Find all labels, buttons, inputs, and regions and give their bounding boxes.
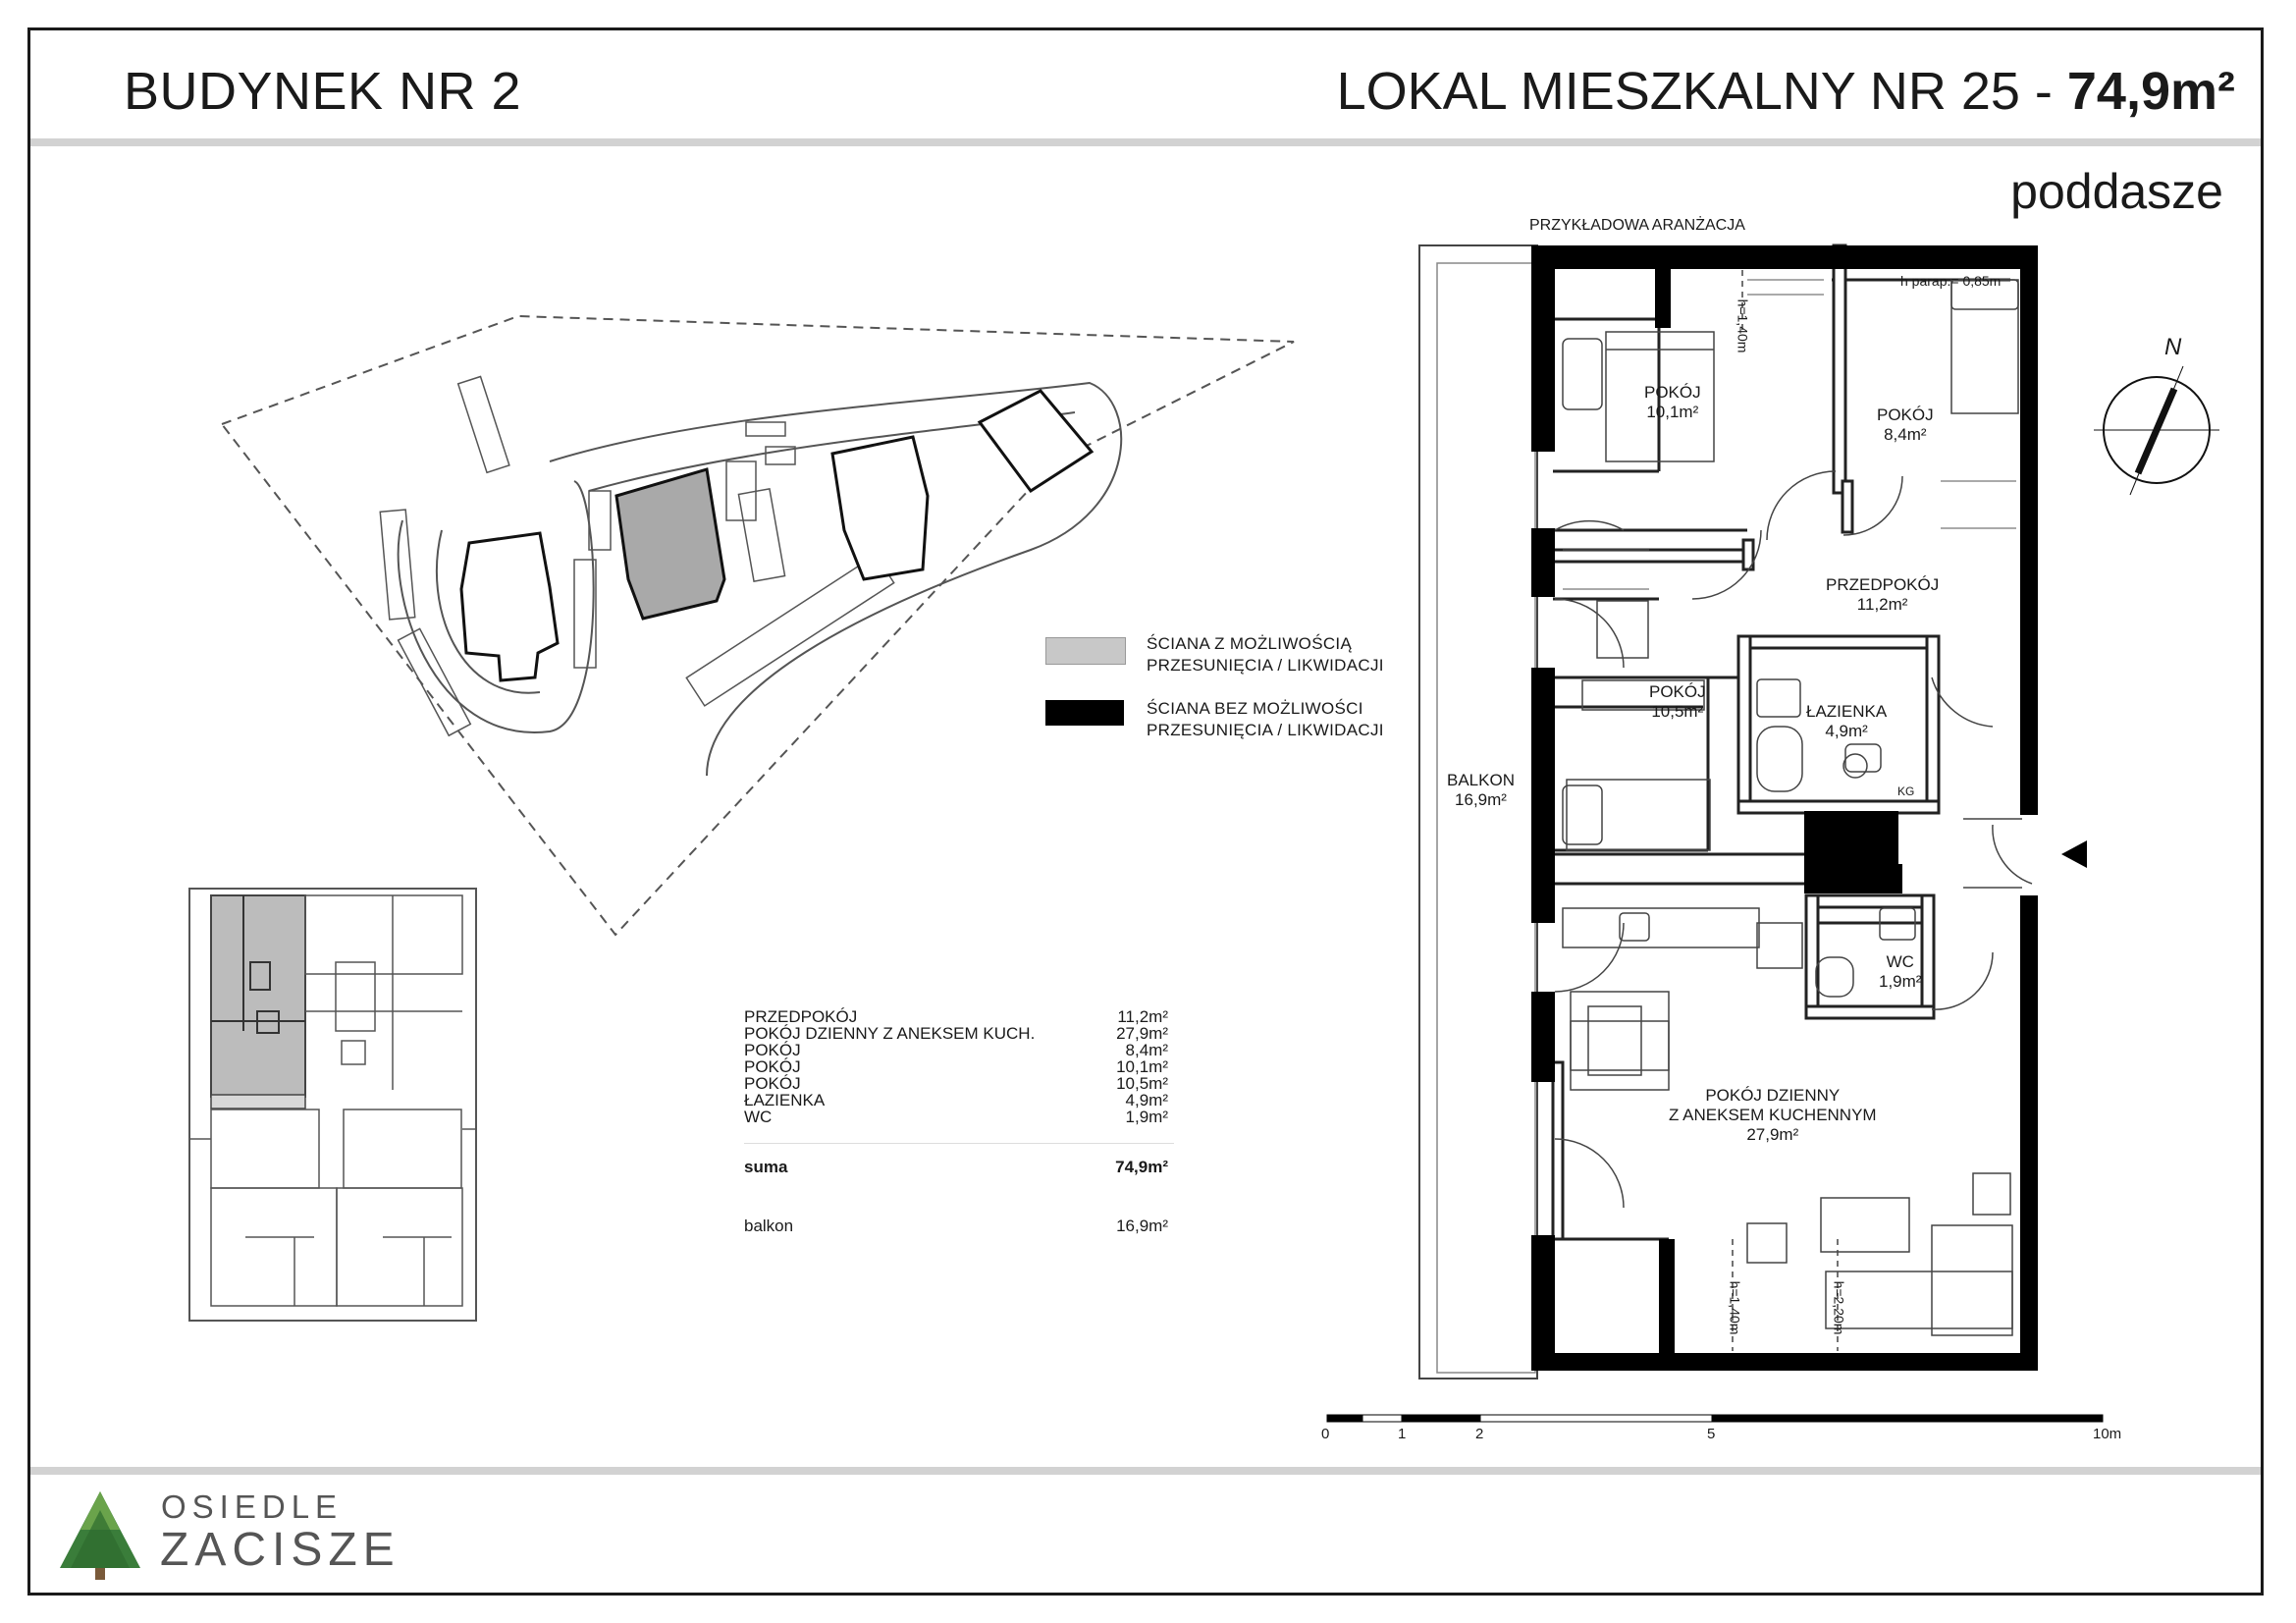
north-arrow [2094, 365, 2219, 496]
plan-caption: PRZYKŁADOWA ARANŻACJA [1529, 217, 1745, 234]
unit-title: LOKAL MIESZKALNY NR 25 - 74,9m² [1337, 61, 2235, 122]
header-divider [30, 138, 2261, 146]
furniture [1562, 279, 2019, 1336]
scale-label-2: 2 [1475, 1426, 1484, 1442]
north-label: N [2164, 334, 2182, 360]
kg-label: KG [1897, 784, 1915, 798]
scale-label-0: 0 [1321, 1426, 1330, 1442]
key-plan [188, 888, 477, 1322]
unit-title-prefix: LOKAL MIESZKALNY NR 25 - [1336, 62, 2067, 121]
parapet-note: h parap.= 0,85m [1900, 273, 2002, 289]
legend-swatch-fixed [1045, 700, 1124, 726]
logo-tree-icon [60, 1491, 140, 1580]
logo-text-osiedle: OSIEDLE [161, 1488, 344, 1525]
building-title: BUDYNEK NR 2 [124, 62, 522, 121]
page-frame [27, 27, 2264, 1596]
unit-area: 74,9m² [2066, 62, 2235, 121]
height-bottom-right: h=2,20m [1831, 1280, 1847, 1335]
site-plan [220, 314, 1295, 937]
wardrobes [1563, 279, 2016, 590]
height-top: h=1,40m [1735, 298, 1751, 353]
site-buildings [459, 389, 1095, 682]
fixed-walls [1531, 245, 2038, 1371]
table-row: POKÓJ DZIENNY Z ANEKSEM KUCH.27,9m² [744, 1024, 1168, 1043]
floor-label: poddasze [2010, 164, 2223, 219]
scale-label-10: 10m [2093, 1426, 2122, 1442]
unit-plan [1326, 243, 2219, 1423]
footer-divider [30, 1467, 2261, 1475]
legend-swatch-movable [1045, 637, 1126, 665]
scale-label-1: 1 [1398, 1426, 1407, 1442]
height-bottom-left: h=1,40m [1727, 1280, 1743, 1335]
scale-label-5: 5 [1707, 1426, 1716, 1442]
scale-bar [1326, 1414, 2104, 1423]
logo-text-zacisze: ZACISZE [160, 1524, 400, 1576]
